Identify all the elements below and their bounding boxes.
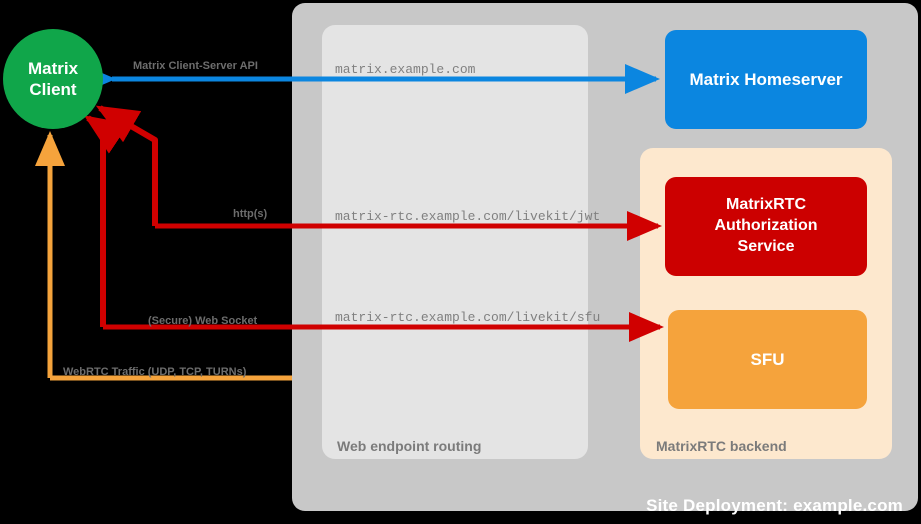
connector-websocket-return [84,115,129,327]
node-auth-line1: MatrixRTC [725,196,806,214]
site-deployment-label: Site Deployment: example.com [646,496,903,515]
endpoint-label-jwt: matrix-rtc.example.com/livekit/jwt [335,209,601,224]
node-auth-line3: Service [737,237,795,255]
web-endpoint-routing-label: Web endpoint routing [337,438,482,454]
node-sfu[interactable]: SFU [668,310,867,409]
web-endpoint-routing-box [322,25,588,459]
connector-label-https: http(s) [233,208,268,220]
matrixrtc-backend-label: MatrixRTC backend [656,438,787,454]
node-sfu-label: SFU [750,349,785,369]
node-matrixrtc-authorization-service[interactable]: MatrixRTC Authorization Service [665,177,867,276]
node-matrix-client[interactable]: Matrix Client [3,29,103,129]
endpoint-label-matrix: matrix.example.com [335,62,476,77]
node-matrix-client-line2: Client [29,80,77,99]
node-matrix-homeserver-label: Matrix Homeserver [689,69,843,89]
connector-label-webrtc: WebRTC Traffic (UDP, TCP, TURNs) [63,366,247,378]
node-matrix-client-line1: Matrix [27,58,79,78]
node-auth-line2: Authorization [714,217,818,235]
connector-label-websocket: (Secure) Web Socket [148,315,258,327]
connector-label-cs-api: Matrix Client-Server API [133,60,258,72]
node-matrix-homeserver[interactable]: Matrix Homeserver [665,30,867,129]
endpoint-label-sfu: matrix-rtc.example.com/livekit/sfu [335,310,601,325]
connector-https-return [95,105,158,226]
